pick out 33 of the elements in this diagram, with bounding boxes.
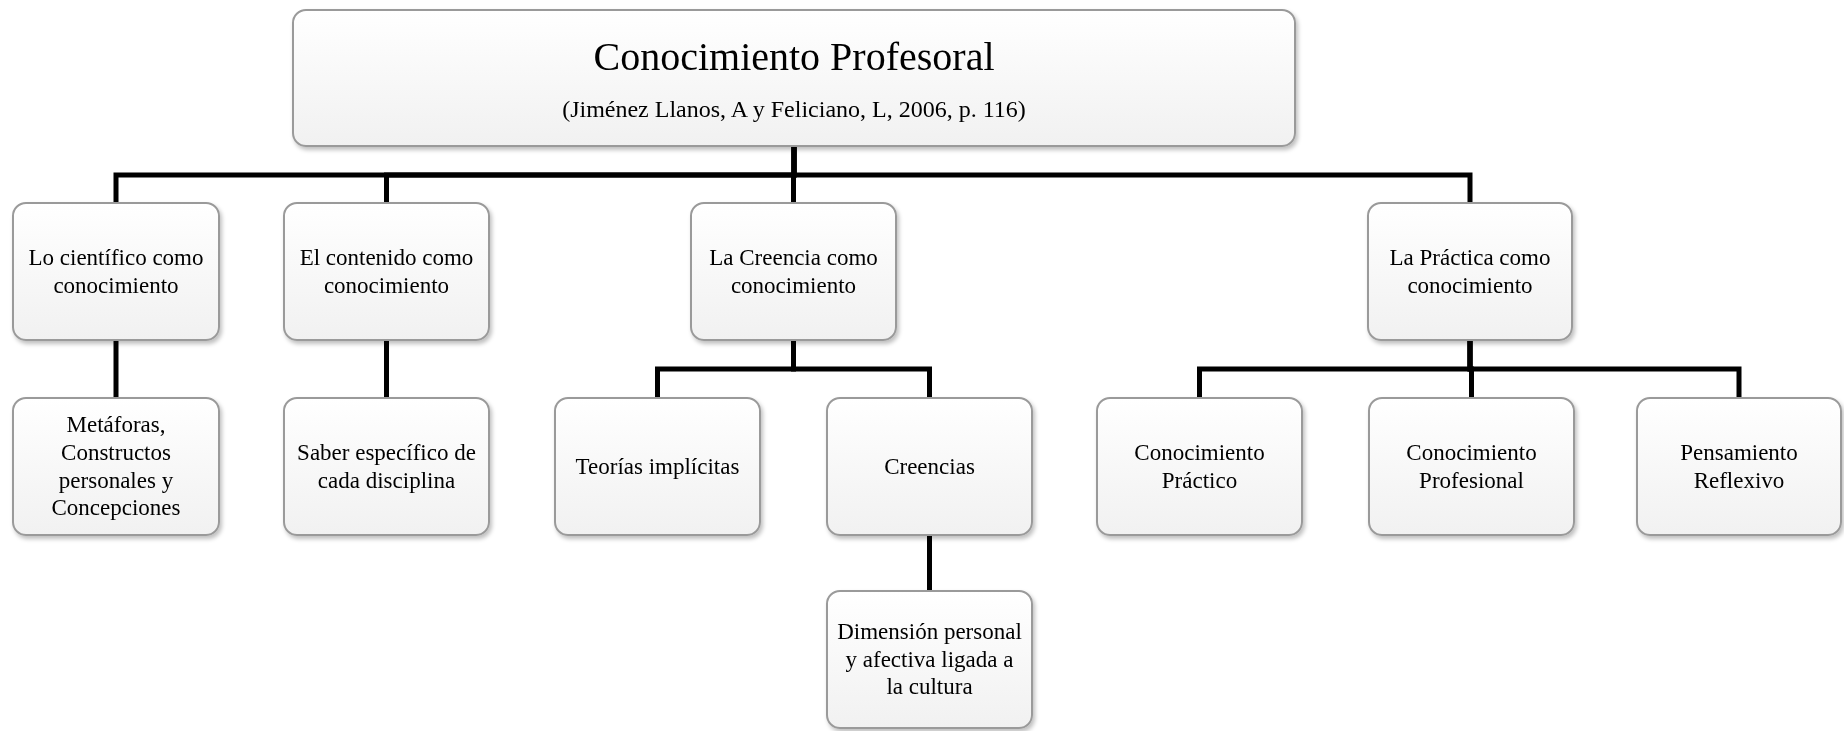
concept-box: [826, 397, 1033, 536]
concept-box: [283, 397, 490, 536]
concept-box: [12, 397, 220, 536]
connector-line: [384, 341, 389, 397]
box-text: Pensamiento Reflexivo: [1679, 438, 1799, 495]
box-text: La Práctica como conocimiento: [1388, 243, 1552, 300]
box-text: Creencias: [884, 452, 975, 481]
connector-line: [113, 341, 119, 397]
concept-box: [1367, 202, 1573, 341]
box-text: Metáforas, Constructos personales y Concepciones: [50, 411, 182, 522]
box-text: Lo científico como conocimiento: [27, 243, 205, 300]
title-text: Conocimiento Profesoral: [593, 33, 995, 81]
box-text: La Creencia como conocimiento: [708, 243, 879, 300]
concept-box: [283, 202, 490, 341]
concept-box: [1368, 397, 1575, 536]
title-box: [292, 9, 1296, 147]
connector-line: [927, 536, 932, 590]
connector-line: [791, 341, 932, 397]
box-text: Conocimiento Profesional: [1405, 438, 1538, 495]
concept-box: [690, 202, 897, 341]
box-text: El contenido como conocimiento: [298, 243, 475, 300]
citation-text: (Jiménez Llanos, A y Feliciano, L, 2006, p. 116): [562, 95, 1026, 124]
concept-box: [12, 202, 220, 341]
box-text: Saber específico de cada disciplina: [296, 438, 477, 495]
concept-box: [826, 590, 1033, 729]
box-text: Dimensión personal y afectiva ligada a la cultura: [836, 618, 1023, 701]
connector-line: [1467, 341, 1742, 397]
box-text: Conocimiento Práctico: [1133, 438, 1266, 495]
box-text: Teorías implícitas: [575, 452, 740, 481]
concept-box: [554, 397, 761, 536]
connector-line: [791, 147, 1473, 202]
concept-box: [1096, 397, 1303, 536]
concept-box: [1636, 397, 1842, 536]
